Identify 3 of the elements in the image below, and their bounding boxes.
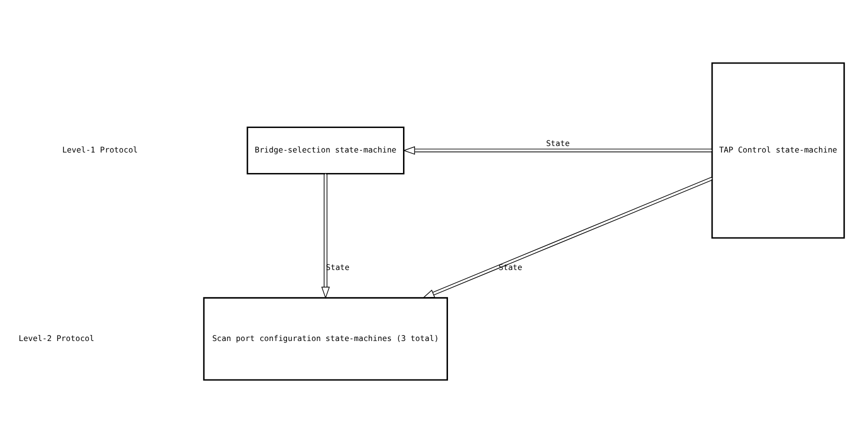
arrow (320, 173, 330, 299)
arrow (422, 176, 712, 298)
arrow (402, 146, 712, 155)
